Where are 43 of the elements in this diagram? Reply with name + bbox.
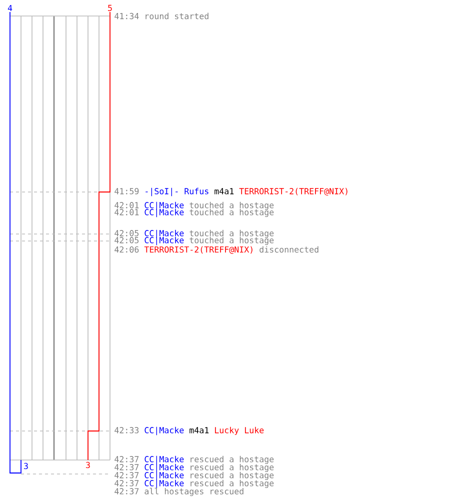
event-text: touched a hostage	[190, 236, 274, 245]
player-name: CC|Macke	[144, 480, 184, 488]
timestamp: 42:37	[114, 488, 139, 494]
event-text: disconnected	[260, 246, 318, 253]
player-name: -|SoI|- Rufus	[146, 188, 208, 196]
timestamp: 42:06	[114, 246, 139, 253]
player-name: CC|Macke	[144, 230, 184, 238]
count-number: 4	[8, 4, 12, 12]
player-name: CC|Macke	[144, 208, 184, 218]
player-name: TERRORIST-2(TREFF@NIX)	[239, 188, 348, 196]
weapon-name: m4a1	[214, 188, 234, 194]
event-text: touched a hostage	[190, 208, 274, 217]
player-name: Lucky Luke	[215, 426, 264, 435]
event-text: touched a hostage	[190, 202, 274, 210]
event-text: touched a hostage	[190, 230, 274, 238]
timestamp: 41:59	[114, 188, 139, 194]
event-text: all hostages rescued	[144, 488, 244, 496]
timestamp: 42:37	[114, 456, 139, 462]
timestamp: 42:37	[114, 464, 139, 470]
timestamp: 42:01	[114, 202, 139, 208]
player-name: CC|Macke	[144, 464, 184, 472]
count-number: 3	[24, 462, 28, 470]
weapon-name: m4a1	[190, 427, 209, 434]
timestamp: 42:01	[114, 209, 139, 216]
timestamp: 42:37	[114, 472, 139, 478]
timestamp: 42:33	[114, 427, 139, 434]
player-name: TERRORIST-2(TREFF@NIX)	[144, 246, 252, 254]
timestamp: 42:37	[114, 480, 139, 486]
player-name: CC|Macke	[144, 472, 184, 480]
timestamp: 42:05	[114, 230, 139, 236]
event-text: round started	[146, 12, 208, 20]
event-text: rescued a hostage	[190, 464, 274, 472]
player-name: CC|Macke	[144, 236, 184, 246]
timestamp: 41:34	[114, 12, 139, 20]
player-name: CC|Macke	[144, 426, 184, 436]
player-name: CC|Macke	[144, 202, 184, 210]
timestamp: 42:05	[114, 237, 139, 244]
event-text: rescued a hostage	[190, 472, 274, 480]
count-number: 3	[86, 462, 90, 468]
event-text: rescued a hostage	[190, 480, 274, 488]
event-text: rescued a hostage	[190, 456, 274, 464]
player-name: CC|Macke	[144, 456, 184, 464]
count-number: 5	[108, 4, 112, 12]
